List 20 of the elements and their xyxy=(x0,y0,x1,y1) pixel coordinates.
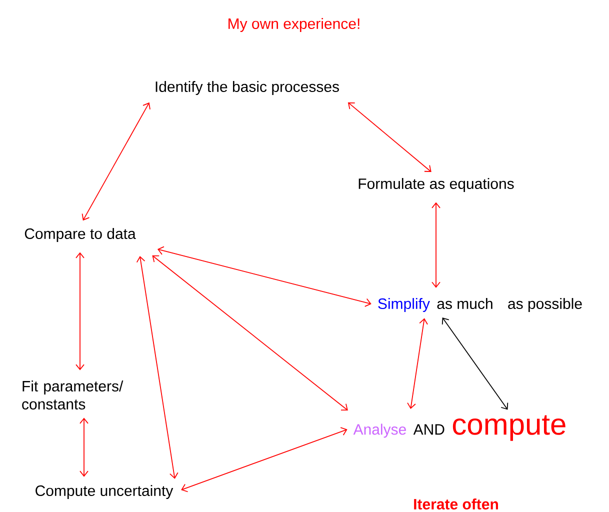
arrow xyxy=(348,102,432,172)
process-text: Analyse AND compute xyxy=(353,415,566,441)
process-text: Fit parameters/ constants xyxy=(22,380,124,410)
arrow xyxy=(432,202,440,288)
process-text: Compare to data xyxy=(24,228,136,242)
arrow xyxy=(76,252,84,370)
note: Iterate often xyxy=(414,498,498,510)
process-text: Formulate as equations xyxy=(358,178,514,192)
arrow xyxy=(157,246,372,307)
arrow xyxy=(82,102,150,221)
arrow xyxy=(407,318,428,410)
arrow xyxy=(152,255,348,411)
process-text: Simplify as much as possible xyxy=(378,298,582,312)
process-text: Identify the basic processes xyxy=(156,81,339,95)
process-text: Compute uncertainty xyxy=(36,485,174,499)
arrow xyxy=(181,427,348,492)
title: My own experience! xyxy=(228,18,360,32)
arrow xyxy=(80,418,88,477)
arrow xyxy=(136,256,178,479)
arrow xyxy=(442,317,508,410)
